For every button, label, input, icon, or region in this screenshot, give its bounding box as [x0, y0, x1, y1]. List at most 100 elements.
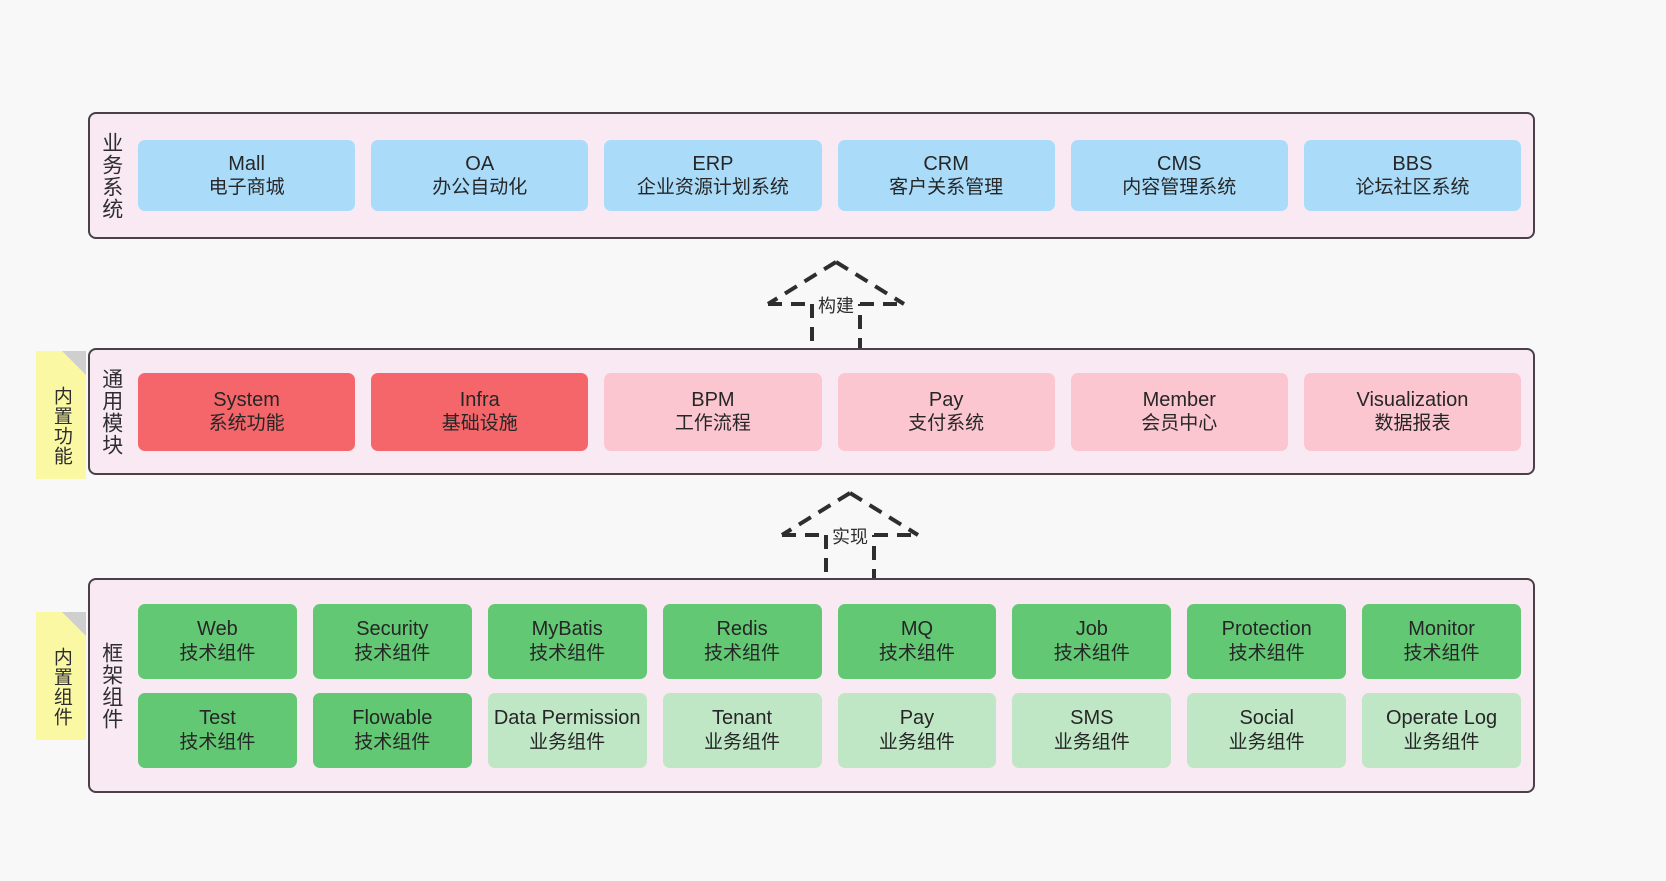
node-protection[interactable]: Protection 技术组件 — [1187, 603, 1347, 679]
node-mq-en: MQ — [900, 618, 934, 641]
layer-title-common-modules: 通用模块 — [99, 367, 123, 456]
node-mybatis-cn: 技术组件 — [529, 642, 606, 664]
node-operate-log[interactable]: Operate Log 业务组件 — [1362, 692, 1521, 768]
node-mall-cn: 电子商城 — [208, 177, 285, 199]
node-sms-en: SMS — [1070, 707, 1114, 730]
node-erp[interactable]: ERP 企业资源计划系统 — [604, 140, 822, 211]
node-redis-en: Redis — [716, 618, 768, 641]
node-flowable-cn: 技术组件 — [354, 731, 431, 753]
node-bbs[interactable]: BBS 论坛社区系统 — [1303, 140, 1522, 211]
node-social-en: Social — [1239, 707, 1294, 730]
node-mybatis[interactable]: MyBatis 技术组件 — [487, 603, 647, 679]
node-flowable[interactable]: Flowable 技术组件 — [312, 692, 472, 768]
node-bbs-en: BBS — [1392, 152, 1433, 175]
node-tenant-en: Tenant — [712, 707, 773, 730]
note-builtin-components-label: 内置组件 — [50, 647, 72, 727]
node-pay-module[interactable]: Pay 支付系统 — [837, 372, 1055, 451]
node-protection-en: Protection — [1221, 618, 1312, 641]
node-mybatis-en: MyBatis — [531, 618, 603, 641]
node-mall-en: Mall — [228, 152, 265, 175]
node-infra-en: Infra — [459, 388, 500, 411]
row-common-modules: System 系统功能 Infra 基础设施 BPM 工作流程 Pay 支付系统… — [138, 372, 1522, 451]
node-erp-en: ERP — [692, 152, 734, 175]
node-operate-log-cn: 业务组件 — [1403, 731, 1480, 753]
node-monitor[interactable]: Monitor 技术组件 — [1362, 603, 1521, 679]
arrow-build: 构建 — [756, 258, 916, 353]
node-system[interactable]: System 系统功能 — [138, 372, 356, 451]
node-web[interactable]: Web 技术组件 — [138, 603, 297, 679]
node-social[interactable]: Social 业务组件 — [1187, 692, 1347, 768]
layer-body-common-modules: System 系统功能 Infra 基础设施 BPM 工作流程 Pay 支付系统… — [132, 350, 1533, 473]
note-builtin-functions-label: 内置功能 — [50, 386, 72, 466]
note-builtin-components: 内置组件 — [36, 612, 86, 740]
node-security[interactable]: Security 技术组件 — [312, 603, 472, 679]
node-bbs-cn: 论坛社区系统 — [1355, 177, 1470, 199]
layer-common-modules: 通用模块 System 系统功能 Infra 基础设施 BPM 工作流程 Pay… — [88, 348, 1535, 475]
node-mall[interactable]: Mall 电子商城 — [138, 140, 356, 211]
arrow-implement-label: 实现 — [829, 523, 871, 549]
node-crm-en: CRM — [923, 152, 969, 175]
node-data-permission-cn: 业务组件 — [529, 731, 606, 753]
arrow-build-label: 构建 — [815, 292, 857, 318]
node-infra[interactable]: Infra 基础设施 — [371, 372, 589, 451]
row-business-systems: Mall 电子商城 OA 办公自动化 ERP 企业资源计划系统 CRM 客户关系… — [138, 140, 1522, 211]
node-pay-module-en: Pay — [928, 388, 964, 411]
node-bpm-en: BPM — [691, 388, 735, 411]
node-erp-cn: 企业资源计划系统 — [636, 177, 789, 199]
node-visualization-en: Visualization — [1356, 388, 1469, 411]
node-tenant-cn: 业务组件 — [704, 731, 781, 753]
node-bpm[interactable]: BPM 工作流程 — [604, 372, 822, 451]
node-operate-log-en: Operate Log — [1385, 707, 1498, 730]
node-cms-en: CMS — [1157, 152, 1202, 175]
node-job-cn: 技术组件 — [1053, 642, 1130, 664]
node-crm-cn: 客户关系管理 — [889, 177, 1004, 199]
node-data-permission[interactable]: Data Permission 业务组件 — [487, 692, 647, 768]
layer-framework-components: 框架组件 Web 技术组件 Security 技术组件 MyBatis 技术组件… — [88, 578, 1535, 793]
node-flowable-en: Flowable — [352, 707, 433, 730]
node-system-cn: 系统功能 — [208, 413, 285, 435]
node-data-permission-en: Data Permission — [493, 707, 641, 730]
node-pay-component[interactable]: Pay 业务组件 — [837, 692, 997, 768]
layer-title-framework-components: 框架组件 — [99, 641, 123, 730]
node-mq-cn: 技术组件 — [878, 642, 955, 664]
node-sms-cn: 业务组件 — [1053, 731, 1130, 753]
node-redis[interactable]: Redis 技术组件 — [662, 603, 822, 679]
node-visualization[interactable]: Visualization 数据报表 — [1303, 372, 1522, 451]
node-redis-cn: 技术组件 — [704, 642, 781, 664]
node-job[interactable]: Job 技术组件 — [1012, 603, 1172, 679]
node-pay-module-cn: 支付系统 — [908, 413, 985, 435]
node-visualization-cn: 数据报表 — [1374, 413, 1451, 435]
node-crm[interactable]: CRM 客户关系管理 — [837, 140, 1055, 211]
arrow-implement: 实现 — [770, 489, 930, 584]
row-business-components: Test 技术组件 Flowable 技术组件 Data Permission … — [138, 692, 1521, 768]
layer-business-system: 业务系统 Mall 电子商城 OA 办公自动化 ERP 企业资源计划系统 CRM… — [88, 112, 1535, 239]
layer-body-framework-components: Web 技术组件 Security 技术组件 MyBatis 技术组件 Redi… — [132, 580, 1533, 791]
layer-body-business-system: Mall 电子商城 OA 办公自动化 ERP 企业资源计划系统 CRM 客户关系… — [132, 114, 1533, 237]
node-cms[interactable]: CMS 内容管理系统 — [1070, 140, 1288, 211]
row-tech-components: Web 技术组件 Security 技术组件 MyBatis 技术组件 Redi… — [138, 603, 1521, 679]
node-infra-cn: 基础设施 — [441, 413, 518, 435]
node-member-en: Member — [1142, 388, 1216, 411]
layer-title-business-system: 业务系统 — [99, 131, 123, 220]
node-pay-component-cn: 业务组件 — [878, 731, 955, 753]
node-oa-en: OA — [465, 152, 495, 175]
node-test-cn: 技术组件 — [179, 731, 256, 753]
node-bpm-cn: 工作流程 — [674, 413, 751, 435]
node-sms[interactable]: SMS 业务组件 — [1012, 692, 1172, 768]
node-job-en: Job — [1075, 618, 1108, 641]
node-web-en: Web — [197, 618, 238, 641]
node-member-cn: 会员中心 — [1141, 413, 1218, 435]
node-oa[interactable]: OA 办公自动化 — [371, 140, 589, 211]
node-test[interactable]: Test 技术组件 — [138, 692, 297, 768]
node-pay-component-en: Pay — [899, 707, 935, 730]
node-member[interactable]: Member 会员中心 — [1070, 372, 1288, 451]
node-tenant[interactable]: Tenant 业务组件 — [662, 692, 822, 768]
node-mq[interactable]: MQ 技术组件 — [837, 603, 997, 679]
node-protection-cn: 技术组件 — [1228, 642, 1305, 664]
node-social-cn: 业务组件 — [1228, 731, 1305, 753]
note-builtin-functions: 内置功能 — [36, 351, 86, 479]
node-monitor-cn: 技术组件 — [1403, 642, 1480, 664]
node-security-en: Security — [356, 618, 429, 641]
node-security-cn: 技术组件 — [354, 642, 431, 664]
